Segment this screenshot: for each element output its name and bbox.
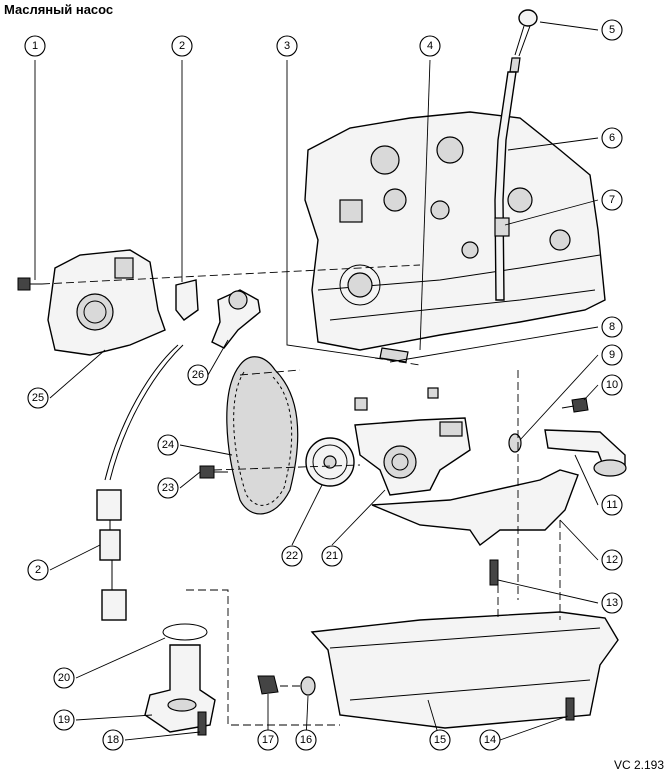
callout-6: 6 <box>601 127 623 149</box>
svg-text:16: 16 <box>300 734 312 746</box>
baffle-bolt <box>489 559 499 586</box>
cover-bolt <box>17 277 42 291</box>
sensor-bolt <box>197 711 207 736</box>
callout-9: 9 <box>601 344 623 366</box>
svg-text:24: 24 <box>162 439 174 451</box>
callout-19: 19 <box>53 709 75 731</box>
svg-text:2: 2 <box>35 564 41 576</box>
svg-text:7: 7 <box>609 194 615 206</box>
callout-1: 1 <box>24 35 46 57</box>
callout-13: 13 <box>601 592 623 614</box>
callout-16: 16 <box>295 729 317 751</box>
callout-15: 15 <box>429 729 451 751</box>
svg-text:11: 11 <box>606 499 617 511</box>
chain-tensioner <box>211 289 261 349</box>
svg-text:1: 1 <box>32 40 38 52</box>
callout-17: 17 <box>257 729 279 751</box>
svg-text:22: 22 <box>286 550 298 562</box>
assembly-lines <box>41 264 561 726</box>
sprocket-bolt <box>199 465 228 479</box>
dipstick-tube <box>494 71 517 301</box>
svg-text:23: 23 <box>162 482 174 494</box>
svg-text:6: 6 <box>609 132 615 144</box>
timing-cover <box>47 249 166 356</box>
callout-5: 5 <box>601 19 623 41</box>
o-ring <box>162 623 208 641</box>
dowel-pins <box>354 347 439 411</box>
timing-chain <box>226 356 299 515</box>
oil-pan <box>310 611 619 729</box>
callout-3: 3 <box>276 35 298 57</box>
callout-23: 23 <box>157 477 179 499</box>
svg-text:10: 10 <box>606 379 618 391</box>
svg-text:21: 21 <box>326 550 338 562</box>
sprocket <box>305 437 355 487</box>
engine-block <box>304 111 606 351</box>
svg-text:2: 2 <box>179 40 185 52</box>
callout-4: 4 <box>419 35 441 57</box>
svg-text:3: 3 <box>284 40 290 52</box>
svg-text:13: 13 <box>606 597 618 609</box>
oil-level-sensor <box>144 644 216 733</box>
callout-2-lower: 2 <box>27 559 49 581</box>
figure-code: VC 2.193 <box>613 758 664 772</box>
callout-24: 24 <box>157 434 179 456</box>
leader-lines <box>34 21 599 741</box>
drain-plug <box>257 675 279 695</box>
svg-text:18: 18 <box>107 734 119 746</box>
baffle-plate <box>371 469 579 547</box>
svg-text:26: 26 <box>192 369 204 381</box>
callout-7: 7 <box>601 189 623 211</box>
callout-2: 2 <box>171 35 193 57</box>
dipstick <box>509 9 538 73</box>
svg-text:15: 15 <box>434 734 446 746</box>
drain-washer <box>300 676 316 696</box>
svg-text:14: 14 <box>484 734 496 746</box>
svg-text:17: 17 <box>262 734 274 746</box>
callout-21: 21 <box>321 545 343 567</box>
callout-12: 12 <box>601 549 623 571</box>
svg-text:8: 8 <box>609 321 615 333</box>
oil-pressure-sensor-cable <box>96 279 199 621</box>
svg-text:4: 4 <box>427 40 433 52</box>
svg-text:12: 12 <box>606 554 618 566</box>
callout-26: 26 <box>187 364 209 386</box>
svg-text:9: 9 <box>609 349 615 361</box>
svg-text:19: 19 <box>58 714 70 726</box>
callout-10: 10 <box>601 374 623 396</box>
callout-25: 25 <box>27 387 49 409</box>
callout-20: 20 <box>53 667 75 689</box>
callout-18: 18 <box>102 729 124 751</box>
pickup-seal <box>508 433 522 453</box>
svg-text:20: 20 <box>58 672 70 684</box>
callout-8: 8 <box>601 316 623 338</box>
callout-14: 14 <box>479 729 501 751</box>
oil-pickup-pipe <box>544 429 627 477</box>
diagram-title: Масляный насос <box>4 2 114 17</box>
callout-22: 22 <box>281 545 303 567</box>
svg-text:5: 5 <box>609 24 615 36</box>
pickup-bolt <box>561 397 589 413</box>
svg-text:25: 25 <box>32 392 44 404</box>
pan-bolt <box>565 697 575 721</box>
oil-pump <box>354 417 471 496</box>
callout-11: 11 <box>601 494 623 516</box>
